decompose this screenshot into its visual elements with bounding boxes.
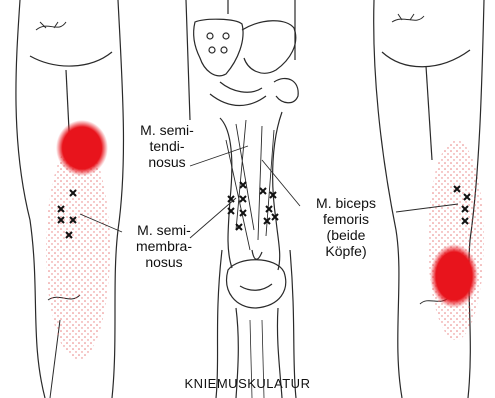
label-biceps-femoris: M. biceps femoris (beide Köpfe) — [296, 195, 396, 259]
label-semimembranosus-line-3: nosus — [118, 254, 210, 270]
label-biceps-femoris-line-2: femoris — [296, 211, 396, 227]
knee-outline — [227, 260, 286, 308]
left-leg-pain-zone — [46, 120, 110, 360]
hamstrings-outline — [220, 112, 282, 270]
figure-caption: KNIEMUSKULATUR — [0, 376, 495, 391]
label-semitendinosus-line-1: M. semi- — [122, 122, 212, 138]
label-semitendinosus: M. semi- tendi- nosus — [122, 122, 212, 170]
label-semitendinosus-line-3: nosus — [122, 154, 212, 170]
label-biceps-femoris-line-3: (beide — [296, 227, 396, 243]
femur-head — [274, 78, 298, 102]
right-leg-pain-zone — [428, 140, 484, 340]
leader-biceps-left — [262, 160, 300, 206]
label-biceps-femoris-line-4: Köpfe) — [296, 243, 396, 259]
ilium — [242, 21, 296, 73]
sacrum — [194, 19, 243, 76]
label-semimembranosus-line-1: M. semi- — [118, 222, 210, 238]
label-biceps-femoris-line-1: M. biceps — [296, 195, 396, 211]
label-semitendinosus-line-2: tendi- — [122, 138, 212, 154]
label-semimembranosus: M. semi- membra- nosus — [118, 222, 210, 270]
label-semimembranosus-line-2: membra- — [118, 238, 210, 254]
